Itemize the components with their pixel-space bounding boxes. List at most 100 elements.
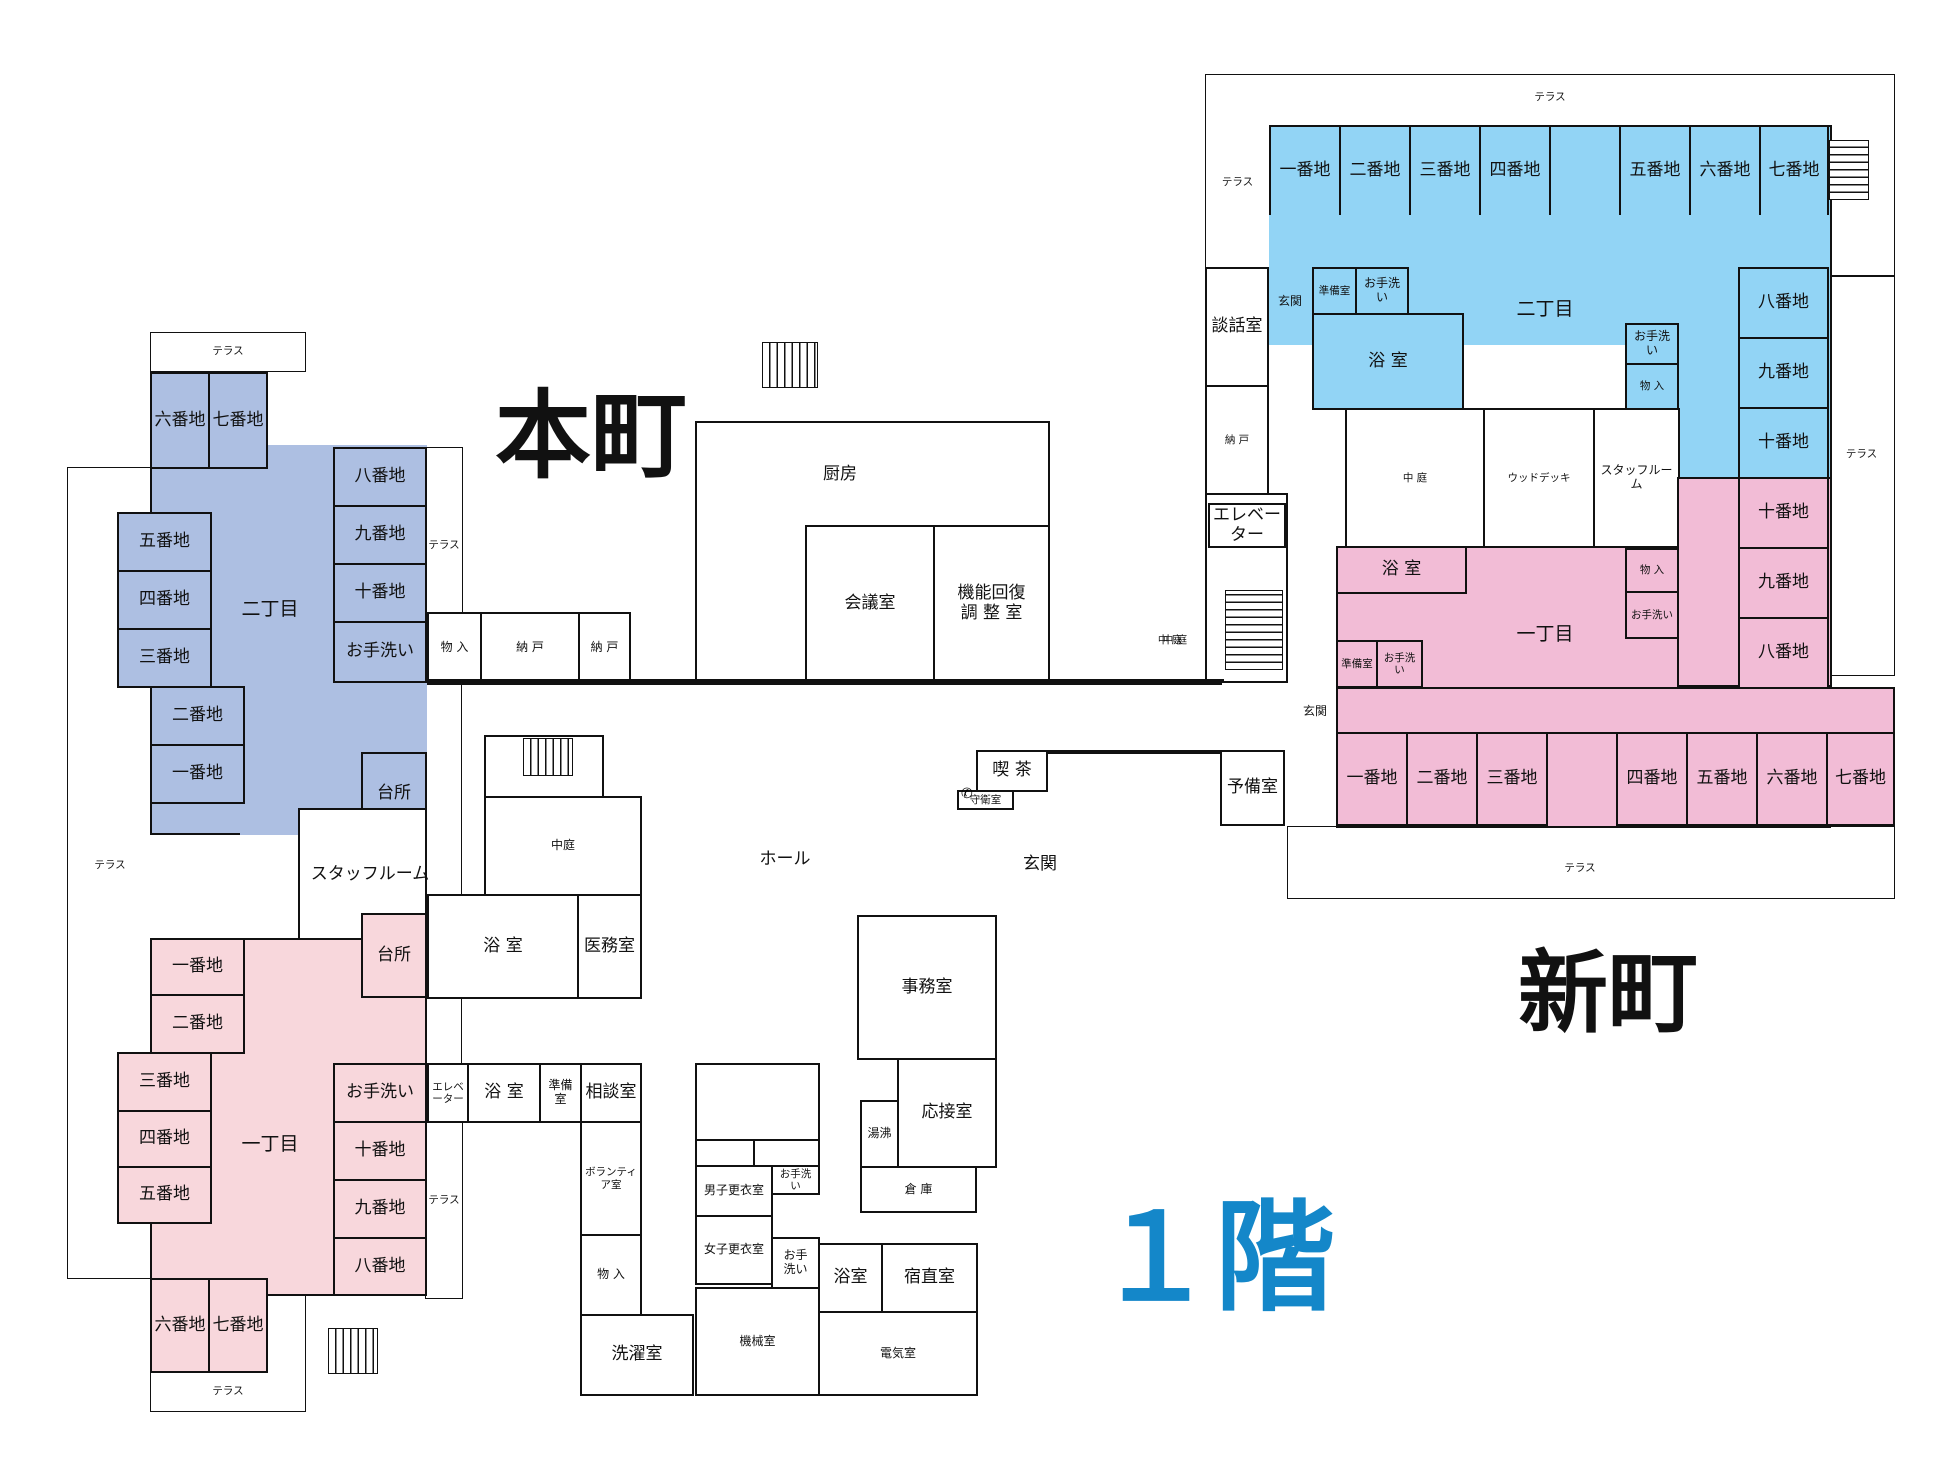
- corridor-upper-right: [1048, 679, 1224, 683]
- terrace-left-label-label: テラス: [94, 858, 126, 871]
- stairs-icon-shinmachi: [1225, 590, 1283, 670]
- shinmachi-ban7-2-label: 七番地: [1768, 160, 1820, 181]
- storage-lower-label: 物 入: [597, 1267, 625, 1282]
- honmachi-kitchen-1-label: 台所: [377, 944, 411, 965]
- honmachi-ban2-1: 二番地: [150, 994, 245, 1054]
- shinmachi-ban9-1: 九番地: [1738, 547, 1829, 619]
- wood-deck: ウッドデッキ: [1483, 408, 1595, 548]
- honmachi-itchome-label: 一丁目: [230, 1125, 310, 1165]
- shinmachi-storage-1: 物 入: [1625, 548, 1679, 593]
- shinmachi-ban7-1: 七番地: [1826, 732, 1895, 826]
- shinmachi-ban5-1-label: 五番地: [1696, 768, 1748, 789]
- honmachi-ban3-1: 三番地: [117, 1052, 212, 1112]
- toilet-small: お手洗い: [771, 1165, 820, 1195]
- shinmachi-entrance-1: 玄関: [1295, 700, 1335, 724]
- honmachi-ban3-1-label: 三番地: [139, 1071, 190, 1092]
- shinmachi-ban1-2: 一番地: [1269, 125, 1341, 217]
- shinmachi-terrace-bottom-label: テラス: [1540, 856, 1620, 880]
- honmachi-ban8-1-label: 八番地: [354, 1255, 406, 1276]
- shinmachi-ban2-1-label: 二番地: [1416, 768, 1468, 789]
- staffroom-shinmachi: スタッフルーム: [1593, 408, 1680, 548]
- electric-room-label: 電気室: [879, 1345, 916, 1360]
- shinmachi-terrace-right-label-label: テラス: [1845, 447, 1878, 460]
- honmachi-ban1-1: 一番地: [150, 938, 245, 996]
- honmachi-ban9-1: 九番地: [333, 1179, 427, 1239]
- shinmachi-toilet-1: お手洗い: [1376, 640, 1423, 688]
- shinmachi-terrace-top-label-label: テラス: [1534, 90, 1566, 103]
- shinmachi-storage-1-label: 物 入: [1639, 564, 1665, 577]
- shinmachi-ban5-2-label: 五番地: [1629, 160, 1681, 181]
- shinmachi-ban10-1: 十番地: [1738, 477, 1829, 549]
- shinmachi-bath-2: 浴 室: [1312, 313, 1464, 410]
- shinmachi-ban4-1-label: 四番地: [1626, 768, 1678, 789]
- shinmachi-entrance-2: 玄関: [1270, 290, 1310, 314]
- shinmachi-terrace-left-label: テラス: [1205, 170, 1270, 194]
- shinmachi-ban5-2: 五番地: [1619, 125, 1691, 217]
- honmachi-ban6-1: 六番地: [150, 1278, 210, 1373]
- floor-label: １階: [1095, 1189, 1335, 1328]
- spare-room-label: 予備室: [1227, 777, 1278, 798]
- courtyard-shinmachi-label: 中 庭: [1402, 471, 1428, 484]
- shinmachi-nichome-label: 二丁目: [1500, 290, 1590, 330]
- machine-room: 機械室: [695, 1287, 820, 1396]
- honmachi-toilet-1: お手洗い: [333, 1063, 427, 1123]
- shinmachi-ban5-1: 五番地: [1686, 732, 1758, 826]
- toilet-small-label: お手洗い: [779, 1167, 812, 1192]
- courtyard-right-label: 中 庭: [1145, 628, 1205, 652]
- shinmachi-ban3-1-label: 三番地: [1486, 768, 1538, 789]
- prep-lower: 準備室: [539, 1063, 582, 1123]
- stairs-icon-honmachi-bottom: [328, 1328, 378, 1374]
- corridor-top-line: [629, 610, 697, 683]
- honmachi-ban7-2-label: 七番地: [212, 409, 264, 430]
- phone-icon: ✆: [961, 786, 973, 802]
- wood-deck-label: ウッドデッキ: [1507, 471, 1571, 484]
- shinmachi-toilet-1b-label: お手洗い: [1631, 608, 1673, 621]
- shinmachi-ban9-2: 九番地: [1738, 337, 1829, 409]
- medical-room-label: 医務室: [584, 935, 635, 956]
- cafe-label: 喫 茶: [992, 760, 1032, 781]
- cafe: 喫 茶: [976, 750, 1048, 792]
- elevator-shaft: [1205, 493, 1288, 683]
- bath-lower: 浴 室: [467, 1063, 541, 1123]
- shinmachi-ban3-2-label: 三番地: [1419, 160, 1471, 181]
- honmachi-ban4-2: 四番地: [117, 570, 212, 630]
- stairs-icon-hall: [523, 738, 573, 776]
- terrace-left-label: テラス: [70, 850, 150, 880]
- honmachi-nichome-label: 二丁目: [230, 590, 310, 630]
- shinmachi-entrance-2-label: 玄関: [1277, 294, 1302, 309]
- warehouse-label: 倉 庫: [904, 1181, 933, 1196]
- shinmachi-ban1-1: 一番地: [1336, 732, 1408, 826]
- honmachi-ban9-2: 九番地: [333, 505, 427, 565]
- locker-block-mid: [695, 1139, 755, 1167]
- honmachi-ban5-1: 五番地: [117, 1166, 212, 1224]
- medical-room: 医務室: [577, 894, 642, 999]
- rehab-room-label: 機能回復 調 整 室: [957, 583, 1026, 623]
- shinmachi-terrace-bottom: [1287, 826, 1895, 899]
- shinmachi-ban10-2-label: 十番地: [1758, 432, 1809, 453]
- laundry: 洗濯室: [580, 1314, 694, 1396]
- womens-locker-label: 女子更衣室: [703, 1242, 764, 1257]
- shinmachi-ban1-1-label: 一番地: [1346, 768, 1398, 789]
- terrace-top-left-label: テラス: [150, 336, 306, 366]
- staffroom-shinmachi-label: スタッフルーム: [1600, 463, 1673, 491]
- shinmachi-ban9-2-label: 九番地: [1758, 362, 1809, 383]
- laundry-label: 洗濯室: [611, 1344, 663, 1365]
- courtyard-right-label-label: 中 庭: [1162, 633, 1188, 646]
- shinmachi-bath-1-label: 浴 室: [1381, 559, 1422, 580]
- corridor-right-link: [1048, 750, 1223, 754]
- honmachi-ban1-2-label: 一番地: [172, 763, 223, 784]
- honmachi-ban4-1-label: 四番地: [139, 1128, 190, 1149]
- honmachi-ban5-2: 五番地: [117, 512, 212, 572]
- hall-label: ホール: [740, 840, 830, 880]
- toilet-split: お手 洗い: [771, 1237, 820, 1289]
- shinmachi-prep-2: 準備室: [1312, 267, 1357, 315]
- honmachi-ban6-2-label: 六番地: [154, 409, 206, 430]
- reception-label: 応接室: [921, 1102, 973, 1123]
- rehab-room: 機能回復 調 整 室: [933, 525, 1050, 683]
- shinmachi-entrance-1-label: 玄関: [1302, 704, 1327, 719]
- honmachi-ban1-2: 一番地: [150, 744, 245, 804]
- spare-room: 予備室: [1220, 750, 1285, 826]
- honmachi-ban7-1: 七番地: [208, 1278, 268, 1373]
- honmachi-ban10-2: 十番地: [333, 563, 427, 623]
- shinmachi-ban2-1: 二番地: [1406, 732, 1478, 826]
